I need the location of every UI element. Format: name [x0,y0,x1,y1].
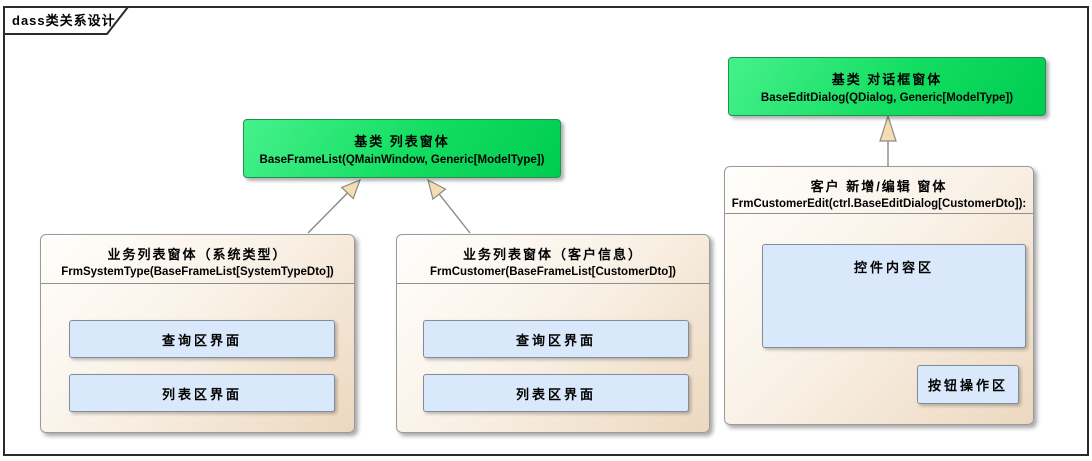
class-node-frm-customer: 业务列表窗体（客户信息） FrmCustomer(BaseFrameList[C… [396,234,710,433]
class-title: 业务列表窗体（系统类型） [107,247,288,262]
class-signature: FrmCustomer(BaseFrameList[CustomerDto]) [429,266,676,278]
class-header: 客户 新增/编辑 窗体 FrmCustomerEdit(ctrl.BaseEdi… [725,167,1033,214]
region-list-area: 列表区界面 [69,374,335,412]
diagram-title: dass类关系设计 [12,13,116,28]
region-query-area: 查询区界面 [69,320,335,358]
class-node-base-edit-dialog: 基类 对话框窗体 BaseEditDialog(QDialog, Generic… [728,57,1046,116]
class-title: 基类 对话框窗体 [831,72,943,87]
region-control-content-area: 控件内容区 [762,244,1026,348]
class-node-base-frame-list: 基类 列表窗体 BaseFrameList(QMainWindow, Gener… [243,119,561,178]
class-title: 基类 列表窗体 [354,134,450,149]
class-title: 业务列表窗体（客户信息） [462,247,643,262]
class-header: 业务列表窗体（系统类型） FrmSystemType(BaseFrameList… [41,235,354,284]
class-title: 客户 新增/编辑 窗体 [810,179,948,194]
class-node-frm-customer-edit: 客户 新增/编辑 窗体 FrmCustomerEdit(ctrl.BaseEdi… [724,166,1034,425]
region-query-area: 查询区界面 [423,320,689,358]
region-button-operation-area: 按钮操作区 [917,365,1019,404]
class-signature: FrmSystemType(BaseFrameList[SystemTypeDt… [61,266,334,278]
class-signature: FrmCustomerEdit(ctrl.BaseEditDialog[Cust… [731,198,1027,210]
class-node-frm-system-type: 业务列表窗体（系统类型） FrmSystemType(BaseFrameList… [40,234,355,433]
class-signature: BaseEditDialog(QDialog, Generic[ModelTyp… [760,92,1014,104]
frame-title-tab [3,6,131,35]
class-header: 业务列表窗体（客户信息） FrmCustomer(BaseFrameList[C… [397,235,709,284]
class-signature: BaseFrameList(QMainWindow, Generic[Model… [259,154,545,166]
region-list-area: 列表区界面 [423,374,689,412]
